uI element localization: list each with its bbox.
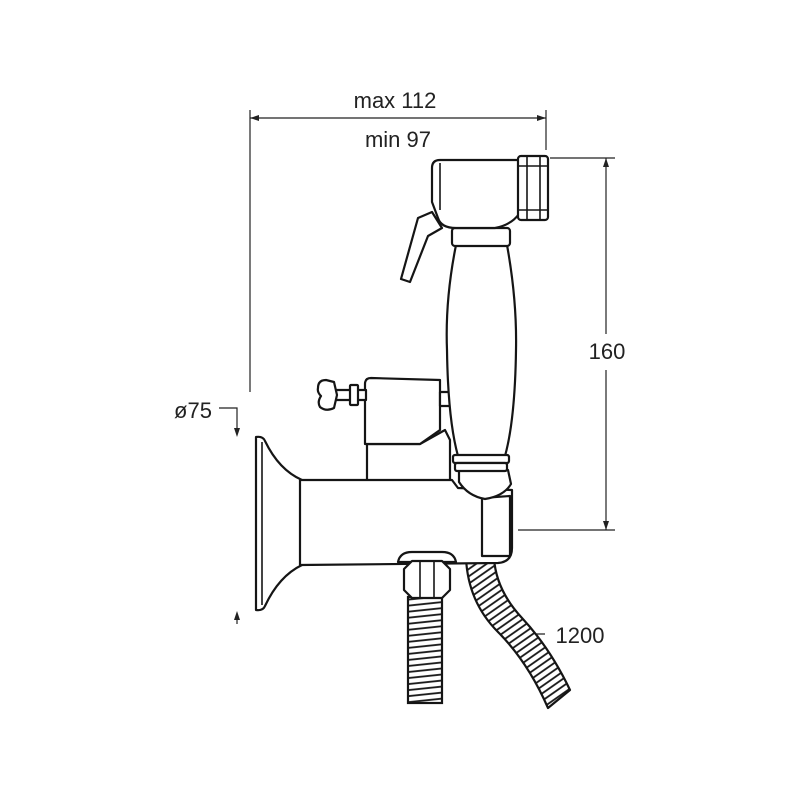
height-arrow-top [603,158,609,167]
flange-diameter-dimension: ø75 [174,398,240,624]
wall-flange [254,435,304,612]
supply-connector-saddle [396,550,458,564]
supply-hose-body [406,595,444,705]
handle-ring-lower [453,461,509,473]
height-dimension: 160 [518,157,626,531]
height-label: 160 [589,339,626,364]
width-dimension: max 112 min 97 [249,88,547,392]
mixer-lever [316,378,368,411]
supply-hose [406,595,444,705]
handle-connector [457,468,513,501]
shower-hose [464,556,572,710]
flange-diameter-leader [219,407,238,430]
height-arrow-bottom [603,521,609,530]
handle-neck [450,226,512,248]
hose-length-label: 1200 [556,623,605,648]
lever-collar [348,383,360,407]
flange-diameter-label: ø75 [174,398,212,423]
hand-shower [399,154,550,558]
lever-knob [316,378,339,411]
width-max-label: max 112 [354,88,437,113]
width-arrow-right [537,115,546,121]
hose-outlet-sleeve [480,494,512,558]
shower-handle [445,243,518,458]
handle-ring-upper [451,453,511,465]
spray-head [430,158,521,230]
width-min-label: min 97 [365,127,431,152]
trigger-lever [399,210,444,284]
width-arrow-left [250,115,259,121]
valve-housing [363,376,442,446]
shower-hose-body [464,556,572,710]
flange-profile [254,435,304,612]
flange-arrow-bottom [234,611,240,620]
flange-arrow-top [234,428,240,437]
supply-hex-nut [402,559,452,600]
